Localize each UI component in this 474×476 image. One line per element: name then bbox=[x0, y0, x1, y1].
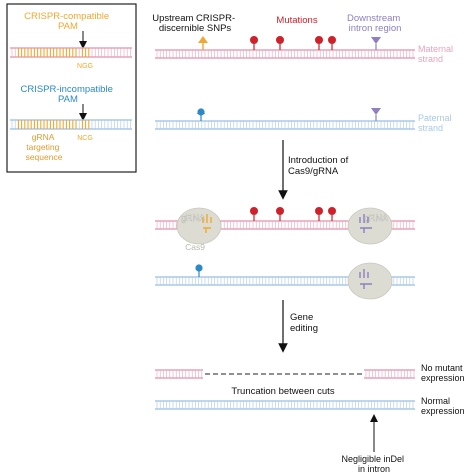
maternal-strand-top bbox=[155, 36, 415, 59]
paternal-strand-label: Paternal strand bbox=[418, 113, 454, 133]
snp-marker-orange bbox=[198, 36, 208, 50]
intron-marker bbox=[371, 37, 381, 50]
cas9-label: Cas9 bbox=[185, 242, 205, 252]
snp-marker-blue bbox=[195, 264, 203, 277]
grna-label-right: gRNA bbox=[364, 213, 388, 223]
mutation-marker bbox=[328, 207, 336, 221]
inset-box: CRISPR-compatible PAM NGG CRISPR-incompa… bbox=[6, 3, 137, 173]
grna-label: gRNA bbox=[181, 213, 205, 223]
mutation-marker bbox=[250, 36, 258, 50]
mutation-marker bbox=[328, 36, 336, 50]
step1-label: Introduction of Cas9/gRNA bbox=[288, 155, 351, 177]
downstream-intron-label: Downstream intron region bbox=[347, 13, 403, 34]
incompatible-pam-seq: NCG bbox=[77, 135, 93, 142]
inset-maternal-rungs bbox=[11, 48, 131, 57]
compatible-pam-label: CRISPR-compatible PAM bbox=[24, 11, 112, 32]
truncated-maternal-strand bbox=[155, 369, 415, 379]
mutation-marker bbox=[276, 36, 284, 50]
mutation-marker bbox=[276, 207, 284, 221]
maternal-strand-label: Maternal strand bbox=[418, 44, 456, 64]
intron-marker bbox=[371, 108, 381, 121]
grna-targeting-label: gRNA targeting sequence bbox=[26, 132, 63, 162]
truncation-label: Truncation between cuts bbox=[231, 386, 334, 397]
compatible-pam-seq: NGG bbox=[77, 63, 93, 70]
normal-expression-label: Normal expression bbox=[421, 396, 465, 416]
inset-paternal-dna bbox=[10, 119, 132, 130]
edited-paternal-strand bbox=[155, 400, 415, 410]
mutation-marker bbox=[315, 207, 323, 221]
snp-marker-blue bbox=[197, 108, 205, 121]
paternal-strand-top bbox=[155, 108, 415, 130]
incompatible-pam-label: CRISPR-incompatible PAM bbox=[20, 84, 115, 105]
negligible-indel-label: Negligible inDel in intron bbox=[341, 454, 406, 474]
step2-label: Gene editing bbox=[290, 312, 318, 334]
inset-paternal-rungs bbox=[11, 120, 131, 129]
inset-maternal-dna bbox=[10, 47, 132, 58]
mutation-marker bbox=[250, 207, 258, 221]
cas9-complex-right: gRNA bbox=[347, 207, 393, 245]
mutation-marker bbox=[315, 36, 323, 50]
mutations-label: Mutations bbox=[276, 15, 317, 26]
upstream-snps-label: Upstream CRISPR- discernible SNPs bbox=[152, 13, 238, 34]
cas9-complex-paternal bbox=[347, 262, 393, 300]
no-mutant-expression-label: No mutant expression bbox=[421, 363, 465, 383]
cas9-complex-left: gRNA bbox=[176, 207, 222, 245]
